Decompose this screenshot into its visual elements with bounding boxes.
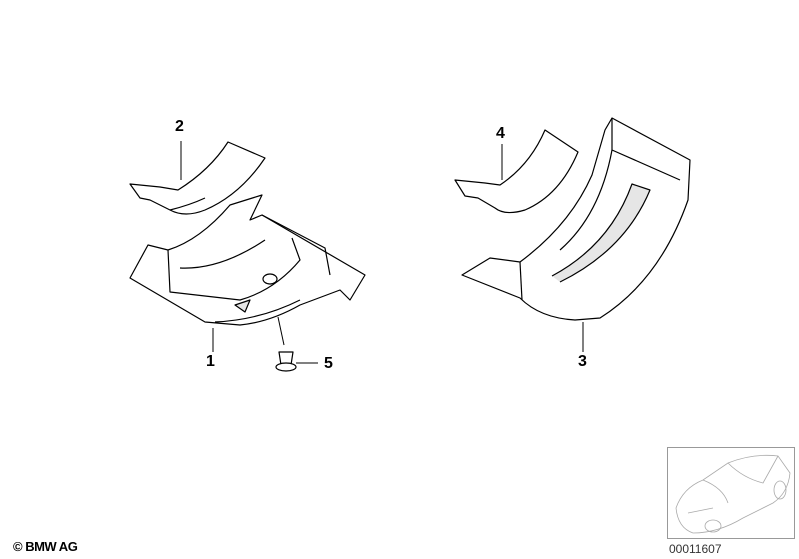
callout-3: 3	[578, 353, 587, 370]
copyright-label: © BMW AG	[13, 539, 78, 554]
reference-number: 00011607	[669, 542, 722, 556]
callout-2: 2	[175, 118, 184, 135]
part-2-cover	[129, 141, 266, 215]
callout-1: 1	[206, 353, 215, 370]
part-4-cover	[454, 129, 579, 214]
part-5-screw	[275, 351, 297, 372]
callout-5: 5	[324, 355, 333, 372]
part-1-bracket	[129, 194, 366, 326]
leader-line-1b	[277, 316, 285, 346]
vehicle-thumbnail	[667, 447, 795, 539]
callout-4: 4	[496, 125, 505, 142]
part-3-bracket	[461, 117, 691, 321]
car-outline-icon	[675, 454, 791, 534]
